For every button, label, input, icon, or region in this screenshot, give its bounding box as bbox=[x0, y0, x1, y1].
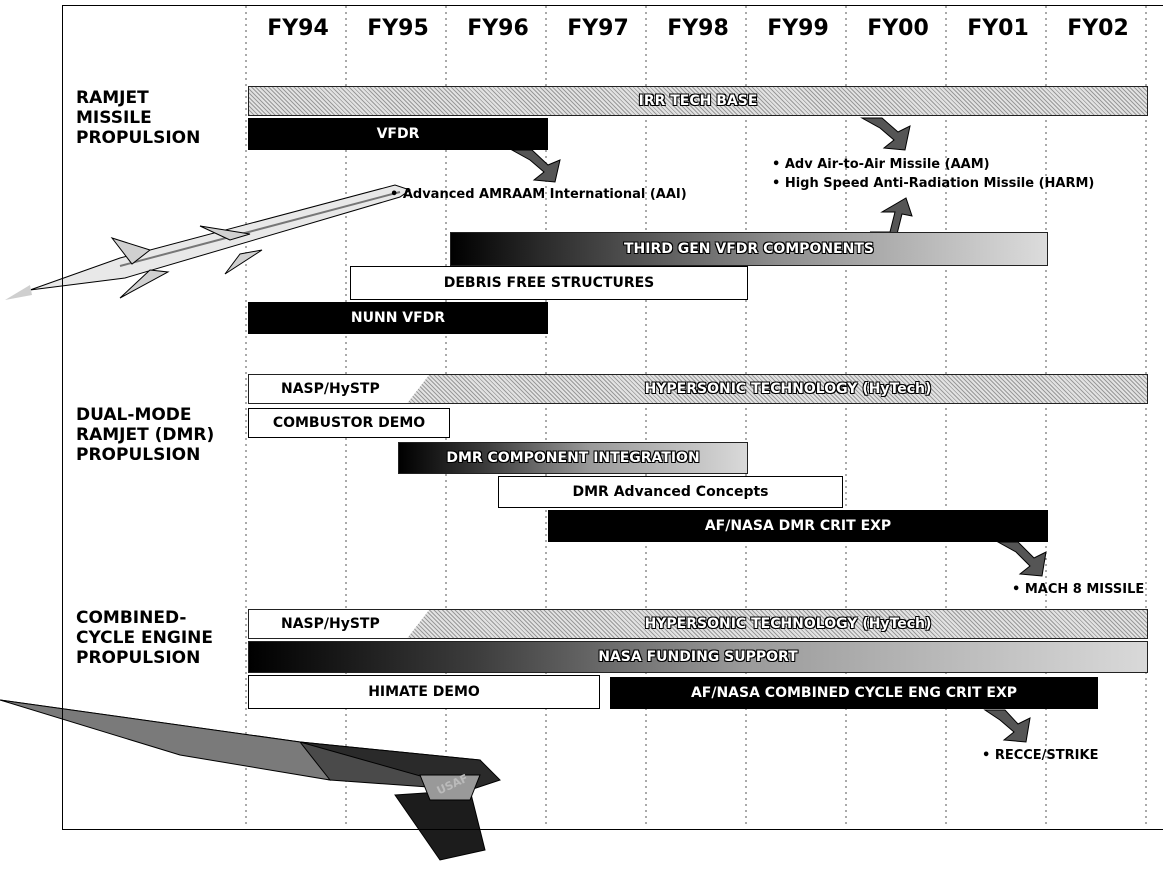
year-label: FY98 bbox=[667, 16, 729, 41]
chart-frame bbox=[62, 5, 1163, 830]
outcome-aai: • Advanced AMRAAM International (AAI) bbox=[390, 187, 687, 202]
bar-dmr-nasp-hytech: NASP/HySTP HYPERSONIC TECHNOLOGY (HyTech… bbox=[248, 374, 1148, 404]
transition-arrows bbox=[510, 117, 1047, 743]
bar-cc-nasp: NASP/HySTP bbox=[249, 610, 429, 638]
bar-nunn-vfdr: NUNN VFDR bbox=[248, 302, 548, 334]
outcome-mach8: • MACH 8 MISSILE bbox=[1012, 582, 1145, 597]
section-dmr-label: DUAL-MODE RAMJET (DMR) PROPULSION bbox=[76, 405, 215, 465]
hypersonic-aircraft-illustration bbox=[0, 699, 501, 861]
year-label: FY95 bbox=[367, 16, 429, 41]
arrow-cc-to-recce bbox=[983, 709, 1031, 743]
bar-debris-free-structures: DEBRIS FREE STRUCTURES bbox=[350, 266, 748, 300]
arrow-irr-to-aam bbox=[860, 117, 911, 151]
bar-af-nasa-dmr-crit-exp: AF/NASA DMR CRIT EXP bbox=[548, 510, 1048, 542]
missile-illustration bbox=[5, 184, 412, 300]
year-label: FY97 bbox=[567, 16, 629, 41]
bar-cc-hytech: HYPERSONIC TECHNOLOGY (HyTech) bbox=[644, 616, 932, 632]
bar-cc-nasp-hytech: NASP/HySTP HYPERSONIC TECHNOLOGY (HyTech… bbox=[248, 609, 1148, 639]
outcome-recce-strike: • RECCE/STRIKE bbox=[982, 748, 1099, 763]
year-label: FY99 bbox=[767, 16, 829, 41]
bar-dmr-advanced-concepts: DMR Advanced Concepts bbox=[498, 476, 843, 508]
outcome-aam: • Adv Air-to-Air Missile (AAM) bbox=[772, 157, 990, 172]
bar-irr-tech-base: IRR TECH BASE bbox=[248, 86, 1148, 116]
arrow-third-gen-to-harm bbox=[869, 197, 913, 239]
roadmap-canvas bbox=[0, 6, 1147, 861]
year-label: FY96 bbox=[467, 16, 529, 41]
outcome-harm: • High Speed Anti-Radiation Missile (HAR… bbox=[772, 176, 1095, 191]
bar-af-nasa-combined-cycle: AF/NASA COMBINED CYCLE ENG CRIT EXP bbox=[610, 677, 1098, 709]
arrow-dmr-to-mach8 bbox=[996, 541, 1047, 577]
year-label: FY00 bbox=[867, 16, 929, 41]
section-combined-cycle-label: COMBINED- CYCLE ENGINE PROPULSION bbox=[76, 608, 213, 668]
bar-vfdr: VFDR bbox=[248, 118, 548, 150]
year-label: FY01 bbox=[967, 16, 1029, 41]
bar-dmr-hytech: HYPERSONIC TECHNOLOGY (HyTech) bbox=[644, 381, 932, 397]
bar-himate-demo: HIMATE DEMO bbox=[248, 675, 600, 709]
bar-third-gen-vfdr-components: THIRD GEN VFDR COMPONENTS bbox=[450, 232, 1048, 266]
bar-dmr-nasp: NASP/HySTP bbox=[249, 375, 429, 403]
bar-dmr-component-integration: DMR COMPONENT INTEGRATION bbox=[398, 442, 748, 474]
year-label: FY02 bbox=[1067, 16, 1129, 41]
bar-combustor-demo: COMBUSTOR DEMO bbox=[248, 408, 450, 438]
section-ramjet-label: RAMJET MISSILE PROPULSION bbox=[76, 88, 201, 148]
bar-nasa-funding-support: NASA FUNDING SUPPORT bbox=[248, 641, 1148, 673]
arrow-vfdr-to-aai bbox=[510, 149, 561, 183]
year-label: FY94 bbox=[267, 16, 329, 41]
